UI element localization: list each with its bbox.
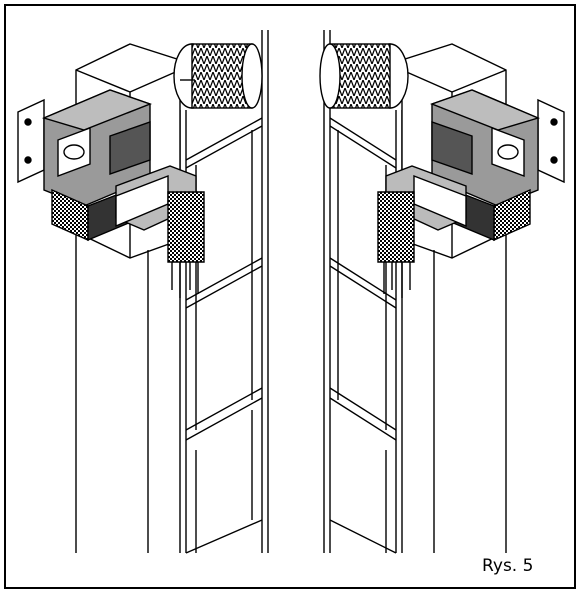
figure-caption: Rys. 5: [482, 556, 534, 576]
left-motor-assembly: [17, 30, 269, 554]
right-motor-assembly: [319, 30, 565, 554]
